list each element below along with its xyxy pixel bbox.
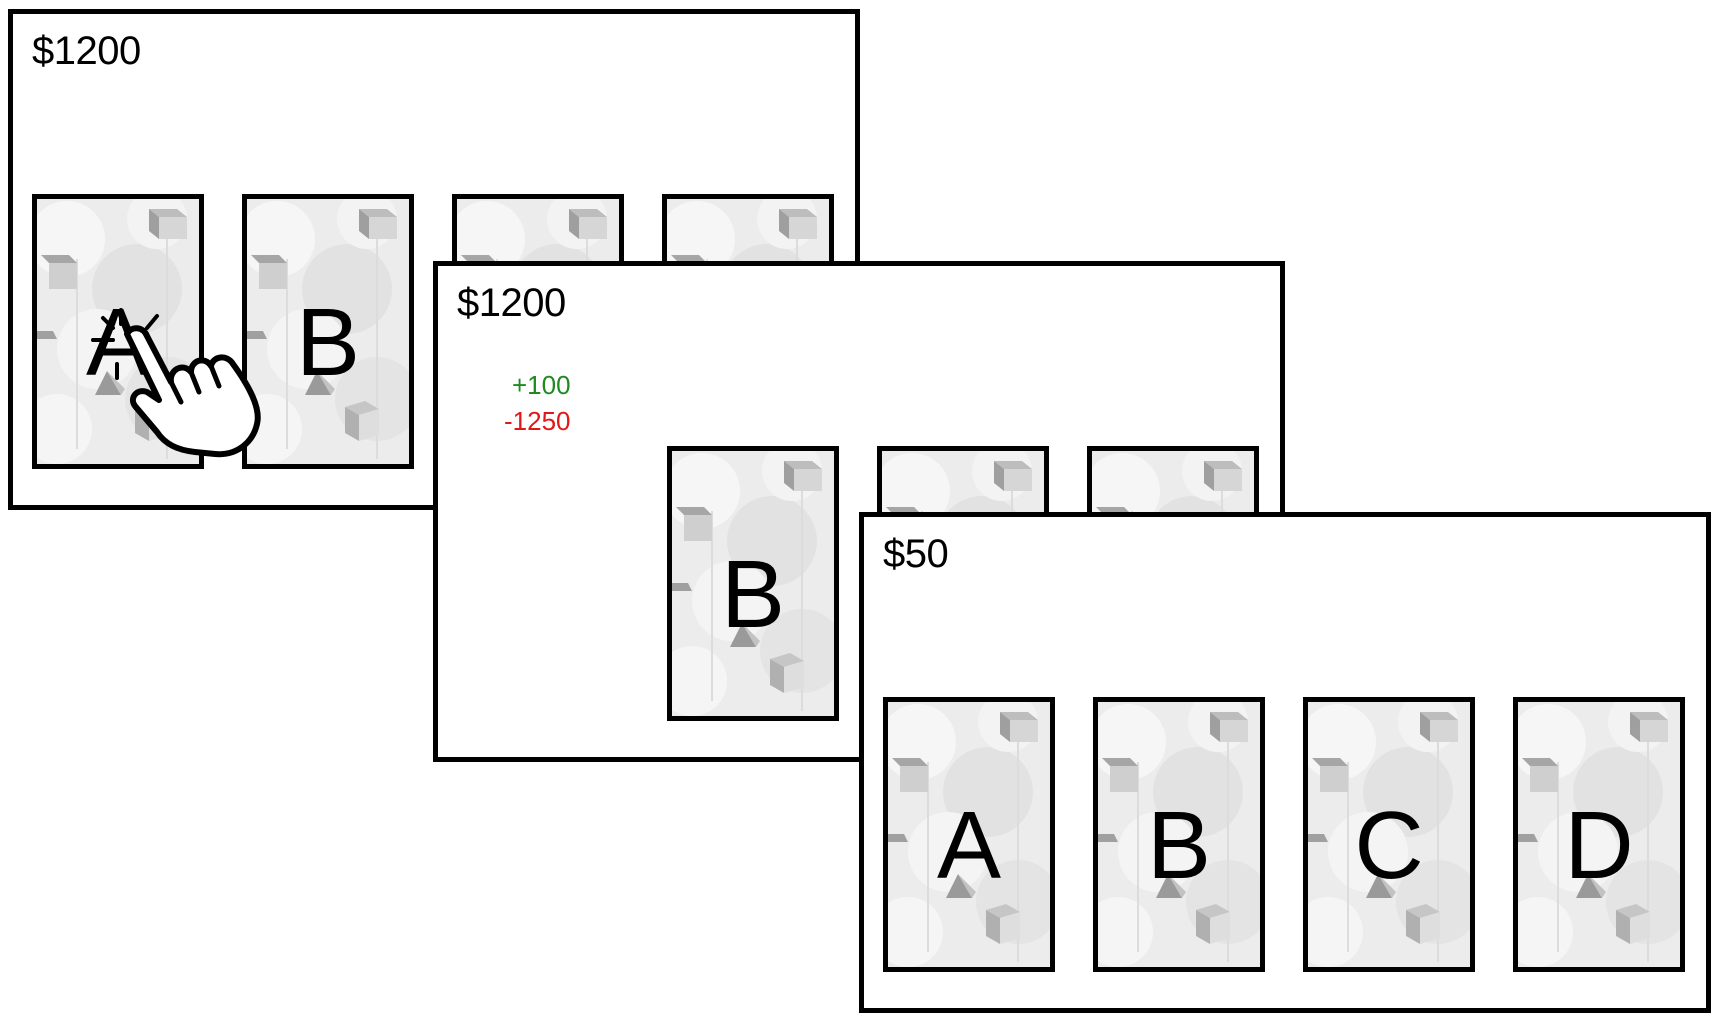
task-screen-3: $50 A B C D — [859, 512, 1711, 1013]
hand-pointer-icon — [91, 308, 261, 458]
card-label: D — [1564, 792, 1634, 899]
loss-feedback: -1250 — [504, 406, 571, 436]
balance-display: $1200 — [457, 281, 566, 325]
card-label: B — [295, 289, 361, 396]
card-deck-b[interactable]: B — [242, 194, 414, 469]
card-label: A — [936, 792, 1002, 899]
card-deck-b[interactable]: B — [667, 446, 839, 721]
hand-outline — [124, 325, 261, 458]
balance-display: $50 — [883, 532, 949, 576]
balance-display: $1200 — [32, 29, 141, 73]
gain-feedback: +100 — [512, 370, 571, 400]
card-label: C — [1354, 792, 1424, 899]
card-label: B — [720, 541, 786, 648]
card-deck-a[interactable]: A — [883, 697, 1055, 972]
card-deck-c[interactable]: C — [1303, 697, 1475, 972]
card-deck-b[interactable]: B — [1093, 697, 1265, 972]
card-deck-d[interactable]: D — [1513, 697, 1685, 972]
card-label: B — [1146, 792, 1212, 899]
click-burst-icon — [91, 308, 159, 380]
